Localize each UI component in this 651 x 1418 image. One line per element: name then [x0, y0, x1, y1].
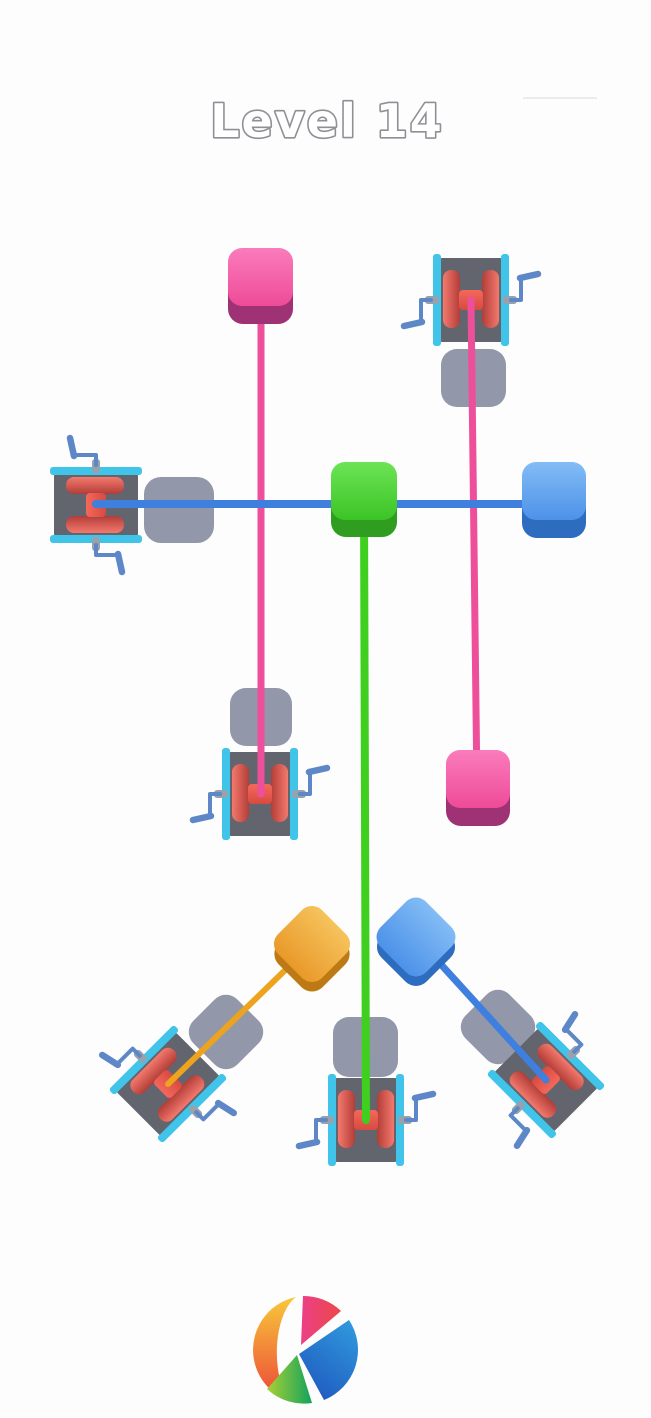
logo-bottom-wedge [267, 1355, 312, 1404]
logo-right-wedge [299, 1320, 358, 1400]
pink-block-top[interactable] [228, 248, 293, 324]
rope-pink-right [467, 296, 481, 794]
green-block-center[interactable] [331, 462, 397, 537]
orange-block[interactable] [263, 900, 361, 998]
logo-top-wedge [301, 1295, 341, 1345]
blue-block-right[interactable] [522, 462, 586, 538]
blue-block-bottom[interactable] [366, 892, 466, 992]
logo-left-crescent [253, 1297, 296, 1402]
slot-left [144, 477, 214, 543]
kwalee-logo [253, 1295, 358, 1404]
rope-green-vertical [360, 496, 370, 1124]
pink-block-bottom[interactable] [446, 750, 510, 826]
level-title: Level 14 [210, 94, 444, 148]
